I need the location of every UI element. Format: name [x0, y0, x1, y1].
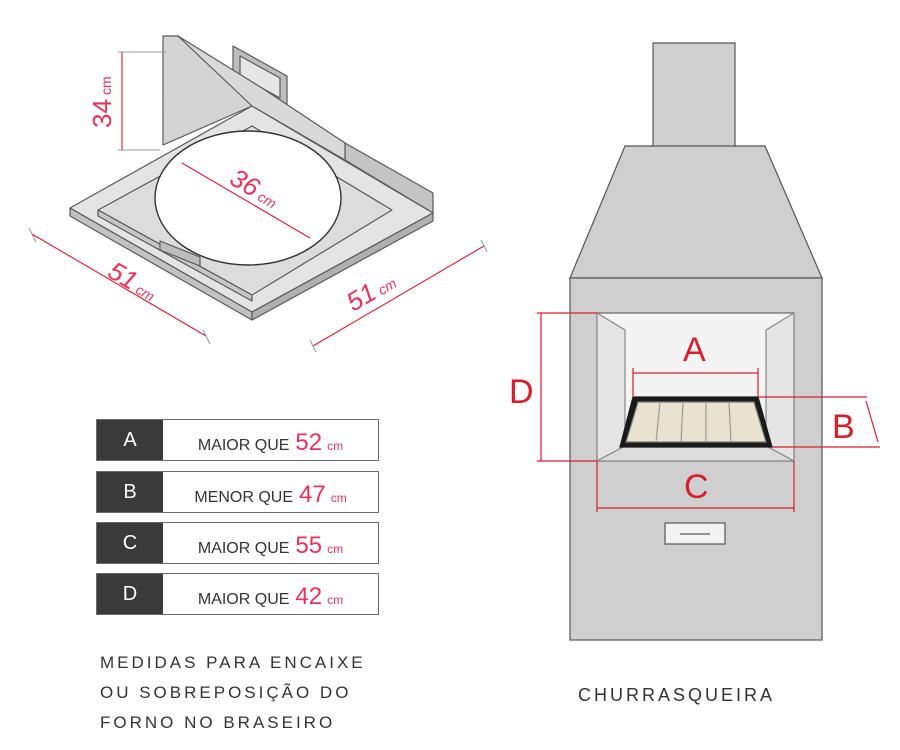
width-left-unit: cm [133, 281, 157, 304]
diameter-dim-line [181, 162, 311, 239]
table-row: B MENOR QUE 47 cm [96, 471, 379, 513]
grill-chimney [652, 42, 736, 148]
height-unit: cm [98, 76, 114, 95]
row-unit: cm [327, 593, 344, 607]
grate-bar-4 [728, 401, 732, 443]
row-text: MAIOR QUE [197, 437, 290, 454]
grill-caption: CHURRASQUEIRA [578, 685, 776, 705]
row-value: 42 [295, 583, 323, 610]
grate-bar-1 [655, 401, 661, 443]
width-right-unit: cm [375, 275, 399, 298]
width-left-dim-line [31, 233, 207, 337]
pizza-oven-drawing [69, 35, 434, 321]
width-right-tick-b [480, 239, 488, 253]
row-letter: C [97, 523, 163, 563]
grill-grate [625, 401, 767, 443]
table-row: C MAIOR QUE 55 cm [96, 522, 379, 564]
row-value: 52 [295, 429, 323, 456]
row-description: MAIOR QUE 55 cm [163, 523, 378, 563]
row-letter: D [97, 574, 163, 614]
grill-opening-floor [596, 445, 795, 462]
oven-dimensions [28, 51, 488, 353]
row-letter: A [97, 420, 163, 460]
oven-base-front-right [251, 212, 434, 321]
row-unit: cm [330, 491, 347, 505]
label-c: C [684, 468, 709, 506]
width-left-tick-a [28, 227, 37, 243]
row-value: 55 [295, 532, 323, 559]
row-letter: B [97, 472, 163, 512]
row-text: MAIOR QUE [197, 540, 290, 557]
table-row: D MAIOR QUE 42 cm [96, 573, 379, 615]
grate-bar-2 [680, 401, 684, 443]
oven-front-handle [159, 240, 201, 267]
grill-dimensions [537, 312, 880, 512]
grill-opening-left-wall [596, 311, 626, 463]
note-line-2: OU SOBREPOSIÇÃO DO [100, 683, 352, 702]
oven-top-slope [177, 35, 346, 161]
row-text: MAIOR QUE [197, 591, 290, 608]
width-right-dim-line [312, 245, 485, 347]
width-left-tick-b [202, 329, 211, 345]
height-value: 34 [87, 99, 117, 128]
note-line-3: FORNO NO BRASEIRO [100, 713, 336, 732]
width-right-value: 51 [341, 277, 381, 317]
fitting-note: MEDIDAS PARA ENCAIXE OU SOBREPOSIÇÃO DO … [100, 648, 366, 738]
oven-handle-hole [239, 55, 281, 99]
label-b: B [832, 408, 855, 446]
row-unit: cm [327, 439, 344, 453]
grill-hood [569, 145, 823, 279]
label-d: D [509, 373, 534, 411]
pizza-stone [154, 130, 342, 266]
table-row: A MAIOR QUE 52 cm [96, 419, 379, 461]
row-description: MAIOR QUE 52 cm [163, 420, 378, 460]
dim-b-line [865, 400, 879, 443]
note-line-1: MEDIDAS PARA ENCAIXE [100, 653, 366, 672]
row-description: MAIOR QUE 42 cm [163, 574, 378, 614]
grill-drawing [569, 42, 823, 641]
row-description: MENOR QUE 47 cm [163, 472, 378, 512]
grill-dimension-labels: A B C D [509, 331, 855, 506]
row-text: MENOR QUE [194, 489, 293, 506]
width-right-tick-a [309, 339, 317, 353]
label-a: A [683, 331, 706, 369]
row-value: 47 [298, 481, 326, 508]
row-unit: cm [327, 542, 344, 556]
